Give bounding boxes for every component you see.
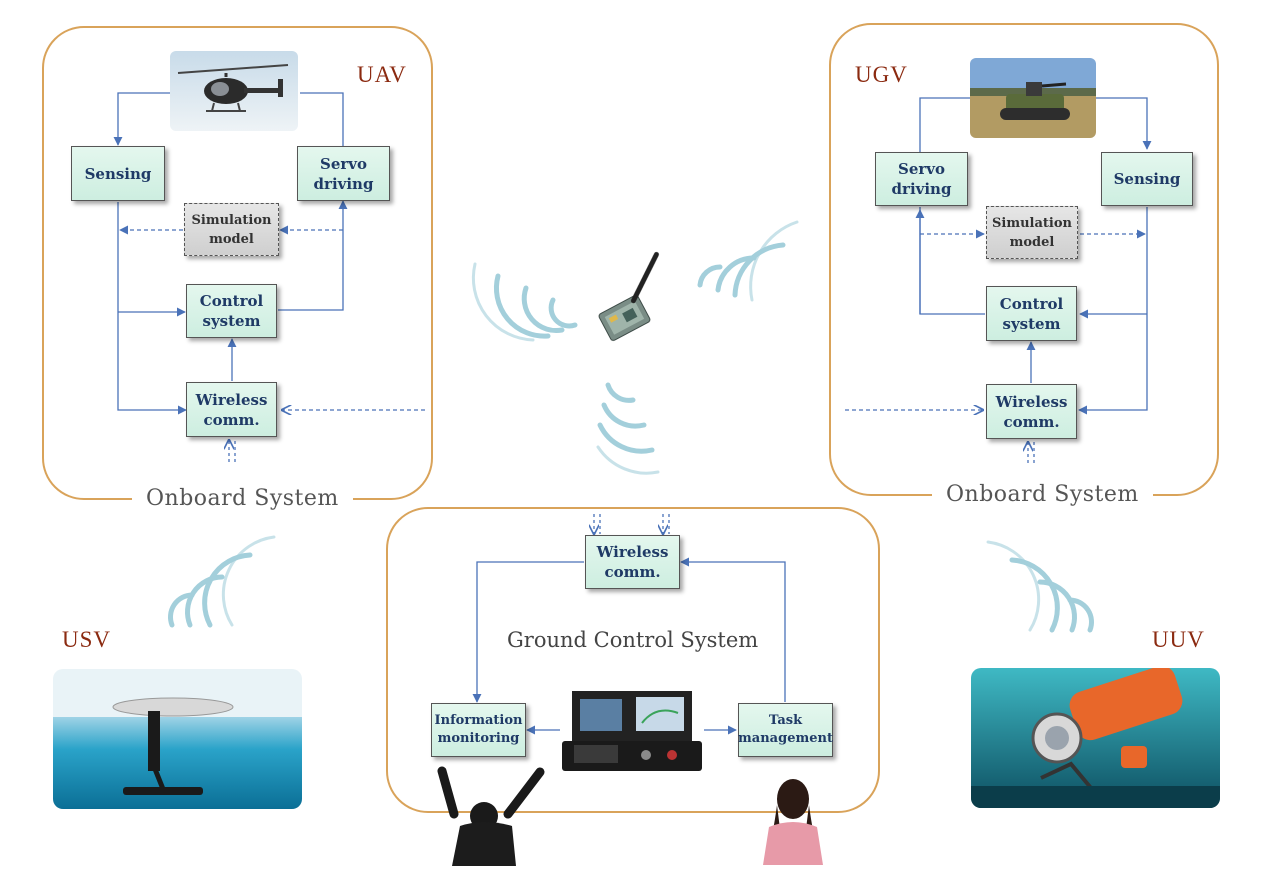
ugv-control-label-line1: Control	[999, 294, 1064, 313]
ugv-vehicle-image	[970, 58, 1096, 138]
task-management-box: Task management	[738, 703, 833, 757]
ugv-wireless-comm-box: Wireless comm.	[986, 384, 1077, 439]
ugv-simulation-model-box: Simulation model	[986, 206, 1078, 259]
uav-helicopter-image	[170, 51, 298, 131]
ugv-connectors	[845, 97, 1152, 463]
ugv-sim-label-line1: Simulation	[992, 215, 1072, 231]
signal-waves	[168, 220, 1094, 633]
ground-wireless-comm-box: Wireless comm.	[585, 535, 680, 589]
uav-servo-label-line1: Servo	[320, 154, 367, 173]
uav-servo-label-line2: driving	[313, 174, 374, 193]
uav-wireless-label-line1: Wireless	[195, 390, 268, 409]
ugv-panel-caption: Onboard System	[932, 482, 1153, 507]
operator-standing-figure	[755, 775, 830, 865]
ground-control-title: Ground Control System	[507, 628, 759, 652]
ground-vehicle-icon	[970, 58, 1096, 138]
ugv-control-label-line2: system	[1002, 314, 1061, 333]
uav-wireless-label-line2: comm.	[203, 410, 260, 429]
ugv-control-system-box: Control system	[986, 286, 1077, 341]
helicopter-icon	[170, 51, 298, 131]
ground-wireless-label-line1: Wireless	[596, 543, 669, 561]
uav-control-label-line1: Control	[199, 292, 264, 310]
ugv-sensing-box: Sensing	[1101, 152, 1193, 206]
info-label-line2: monitoring	[437, 731, 520, 746]
task-label-line1: Task	[768, 713, 803, 728]
task-label-line2: management	[738, 731, 833, 746]
uav-control-system-box: Control system	[186, 284, 277, 338]
ugv-sensing-label: Sensing	[1113, 170, 1181, 188]
usv-vessel-image	[53, 669, 302, 809]
ugv-wireless-label-line2: comm.	[1003, 412, 1060, 431]
uav-sensing-box: Sensing	[71, 146, 165, 201]
uuv-submersible-image	[971, 668, 1220, 808]
uav-sensing-label: Sensing	[84, 164, 152, 183]
ugv-servo-label-line2: driving	[891, 180, 952, 198]
uav-sim-label-line1: Simulation	[191, 212, 272, 228]
ugv-servo-driving-box: Servo driving	[875, 152, 968, 206]
ground-wireless-label-line2: comm.	[604, 563, 661, 581]
uav-connectors	[113, 92, 425, 462]
ugv-label: UGV	[855, 62, 908, 87]
uav-label: UAV	[357, 62, 407, 87]
uav-wireless-comm-box: Wireless comm.	[186, 382, 277, 437]
uav-sim-label-line2: model	[209, 231, 254, 247]
ground-control-panel	[386, 507, 880, 813]
surface-vessel-icon	[53, 669, 302, 809]
uav-servo-driving-box: Servo driving	[297, 146, 390, 201]
radio-transceiver-icon	[598, 251, 659, 341]
underwater-vehicle-icon	[971, 668, 1220, 808]
uav-simulation-model-box: Simulation model	[184, 203, 279, 256]
ground-connectors	[472, 514, 786, 735]
person-back-icon	[763, 779, 823, 865]
operator-cheering-figure	[412, 766, 547, 866]
uuv-label: UUV	[1152, 627, 1205, 652]
ground-station-console-image	[560, 683, 704, 775]
ugv-wireless-label-line1: Wireless	[995, 392, 1068, 411]
information-monitoring-box: Information monitoring	[431, 703, 526, 757]
person-arms-up-icon	[437, 766, 545, 866]
usv-label: USV	[62, 627, 112, 652]
info-label-line1: Information	[434, 713, 523, 728]
uav-panel-caption: Onboard System	[132, 486, 353, 511]
uav-control-label-line2: system	[202, 312, 261, 330]
ugv-servo-label-line1: Servo	[898, 160, 945, 178]
ugv-sim-label-line2: model	[1009, 234, 1055, 250]
laptop-console-icon	[560, 683, 704, 775]
